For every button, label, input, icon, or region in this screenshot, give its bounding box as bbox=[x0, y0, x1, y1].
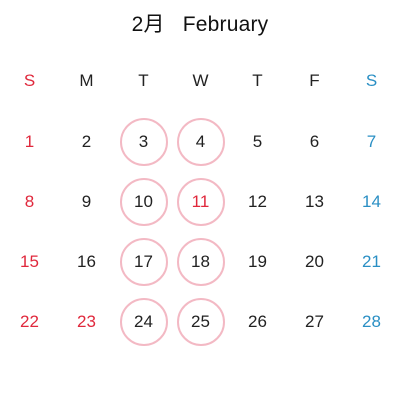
day-cell[interactable]: 24 bbox=[115, 297, 172, 347]
day-number: 13 bbox=[305, 192, 324, 211]
day-number: 18 bbox=[191, 252, 210, 271]
day-cell[interactable]: 6 bbox=[286, 117, 343, 167]
day-number: 4 bbox=[195, 132, 206, 151]
day-number: 21 bbox=[362, 252, 381, 271]
day-cell[interactable]: 26 bbox=[229, 297, 286, 347]
day-cell[interactable]: 28 bbox=[343, 297, 400, 347]
day-cell[interactable]: 17 bbox=[115, 237, 172, 287]
weekday-saturday: S bbox=[365, 71, 378, 90]
day-number: 1 bbox=[24, 132, 35, 151]
day-number: 5 bbox=[252, 132, 263, 151]
day-cell[interactable]: 15 bbox=[1, 237, 58, 287]
highlight-circle bbox=[176, 118, 225, 166]
day-number: 8 bbox=[24, 192, 35, 211]
day-number: 28 bbox=[362, 312, 381, 331]
highlight-circle bbox=[119, 298, 168, 346]
day-cell[interactable]: 5 bbox=[229, 117, 286, 167]
weekday-thursday: T bbox=[252, 71, 263, 90]
day-number: 26 bbox=[248, 312, 267, 331]
day-cell[interactable]: 9 bbox=[58, 177, 115, 227]
day-cell[interactable]: 13 bbox=[286, 177, 343, 227]
day-cell[interactable]: 23 bbox=[58, 297, 115, 347]
day-cell[interactable]: 27 bbox=[286, 297, 343, 347]
day-number: 2 bbox=[81, 132, 92, 151]
week-row: 8 9 10 11 12 13 14 bbox=[1, 177, 399, 227]
day-number: 19 bbox=[248, 252, 267, 271]
day-number: 7 bbox=[366, 132, 377, 151]
day-cell[interactable]: 14 bbox=[343, 177, 400, 227]
day-number: 25 bbox=[191, 312, 210, 331]
day-cell[interactable]: 3 bbox=[115, 117, 172, 167]
day-cell[interactable]: 22 bbox=[1, 297, 58, 347]
weekday-tuesday: T bbox=[138, 71, 149, 90]
day-number: 6 bbox=[309, 132, 320, 151]
highlight-circle bbox=[119, 118, 168, 166]
highlight-circle bbox=[176, 178, 225, 226]
day-number: 11 bbox=[191, 192, 210, 211]
day-cell[interactable]: 4 bbox=[172, 117, 229, 167]
weekday-friday: F bbox=[309, 71, 320, 90]
day-cell[interactable]: 20 bbox=[286, 237, 343, 287]
day-cell[interactable]: 18 bbox=[172, 237, 229, 287]
highlight-circle bbox=[176, 298, 225, 346]
weekday-wednesday: W bbox=[192, 71, 209, 90]
day-number: 3 bbox=[138, 132, 149, 151]
month-name: February bbox=[182, 13, 269, 36]
weekday-monday: M bbox=[79, 71, 94, 90]
day-number: 10 bbox=[134, 192, 153, 211]
day-number: 27 bbox=[305, 312, 324, 331]
day-cell[interactable]: 2 bbox=[58, 117, 115, 167]
day-number: 23 bbox=[77, 312, 96, 331]
day-cell[interactable]: 25 bbox=[172, 297, 229, 347]
day-cell[interactable]: 1 bbox=[1, 117, 58, 167]
week-row: 22 23 24 25 26 27 28 bbox=[1, 297, 399, 347]
day-number: 17 bbox=[134, 252, 153, 271]
day-cell[interactable]: 10 bbox=[115, 177, 172, 227]
day-number: 12 bbox=[248, 192, 267, 211]
highlight-circle bbox=[176, 238, 225, 286]
day-cell[interactable]: 11 bbox=[172, 177, 229, 227]
day-cell[interactable]: 19 bbox=[229, 237, 286, 287]
day-number: 14 bbox=[362, 192, 381, 211]
day-number: 22 bbox=[20, 312, 39, 331]
day-number: 16 bbox=[77, 252, 96, 271]
highlight-circle bbox=[119, 238, 168, 286]
week-row: 15 16 17 18 19 20 21 bbox=[1, 237, 399, 287]
day-cell[interactable]: 7 bbox=[343, 117, 400, 167]
day-cell[interactable]: 16 bbox=[58, 237, 115, 287]
weekday-sunday: S bbox=[23, 71, 36, 90]
weekday-header: S M T W T F S bbox=[1, 66, 399, 96]
day-cell[interactable]: 12 bbox=[229, 177, 286, 227]
month-number: 2月 bbox=[131, 13, 165, 36]
day-cell[interactable]: 8 bbox=[1, 177, 58, 227]
calendar-title: 2月 February bbox=[0, 8, 400, 38]
day-cell[interactable]: 21 bbox=[343, 237, 400, 287]
day-number: 9 bbox=[81, 192, 92, 211]
highlight-circle bbox=[119, 178, 168, 226]
day-number: 20 bbox=[305, 252, 324, 271]
day-number: 24 bbox=[134, 312, 153, 331]
week-row: 1 2 3 4 5 6 7 bbox=[1, 117, 399, 167]
day-number: 15 bbox=[20, 252, 39, 271]
